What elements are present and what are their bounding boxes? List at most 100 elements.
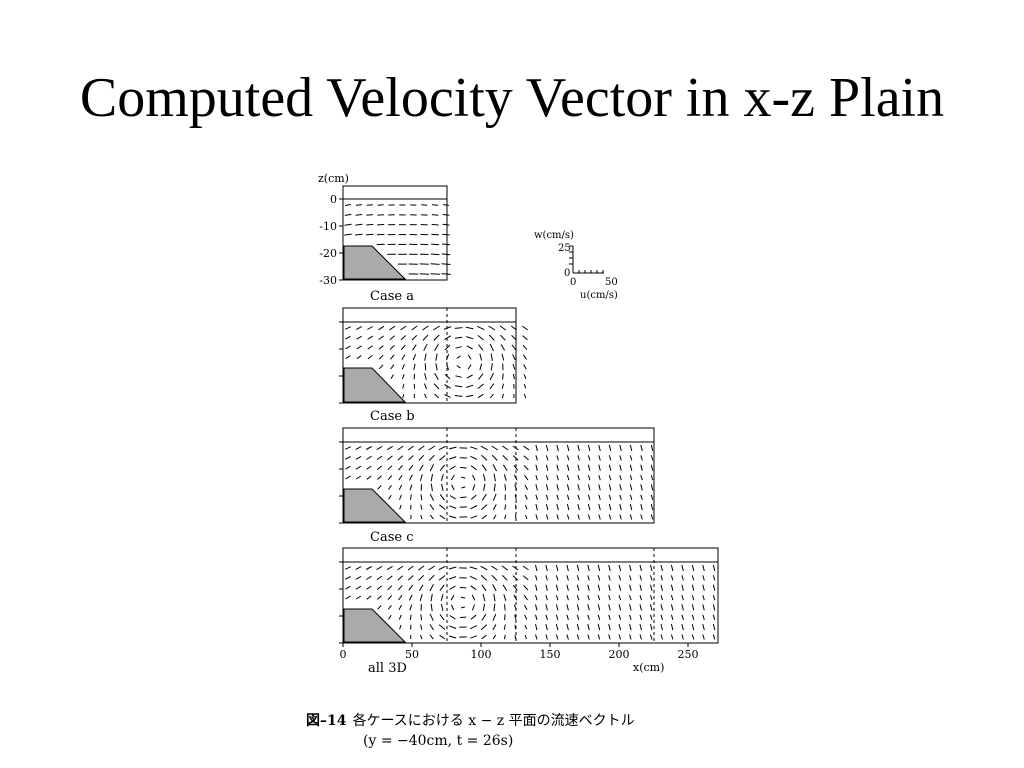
velocity-vector [387,585,393,591]
velocity-vector [442,233,450,236]
velocity-vector [424,363,427,371]
velocity-vector [379,364,384,370]
velocity-vector [618,594,622,601]
velocity-vector [640,474,643,481]
velocity-vector [555,564,559,572]
velocity-vector [712,594,716,601]
velocity-vector [376,445,383,451]
velocity-vector [422,334,429,341]
velocity-vector [681,604,684,611]
velocity-vector [470,515,478,519]
velocity-vector [691,564,695,572]
velocity-vector [597,614,601,620]
velocity-vector [438,565,446,571]
velocity-vector [345,345,351,350]
velocity-vector [388,494,392,500]
velocity-vector [449,505,457,509]
velocity-vector [435,353,438,361]
velocity-vector [691,604,695,611]
velocity-vector [344,446,352,450]
velocity-vector [345,355,351,360]
vector-field [344,325,528,399]
velocity-vector [502,455,509,461]
velocity-vector [480,624,488,631]
velocity-vector [469,625,478,630]
velocity-vector [430,603,433,612]
velocity-vector [523,364,527,370]
velocity-vector [598,484,601,491]
velocity-vector [639,634,642,640]
velocity-vector [681,564,684,572]
velocity-vector [454,327,463,329]
velocity-vector [514,494,517,500]
velocity-vector [576,584,580,591]
velocity-vector [489,383,495,390]
velocity-vector [442,204,450,206]
velocity-vector [566,594,569,601]
velocity-vector [356,335,362,340]
velocity-vector [366,595,372,600]
velocity-vector [501,383,504,390]
velocity-vector [433,383,440,390]
velocity-vector [397,585,403,591]
velocity-vector [481,464,487,472]
velocity-vector [535,604,538,611]
velocity-vector [629,455,633,461]
velocity-vector [444,344,451,351]
velocity-vector [577,503,580,511]
panel-label: Case b [370,409,415,424]
figure-number: 図–14 [306,713,347,729]
velocity-vector [618,575,622,581]
panel-label: all 3D [368,661,407,676]
velocity-vector [619,514,622,520]
velocity-vector [566,455,570,461]
velocity-vector [514,624,517,630]
velocity-vector [545,474,549,481]
velocity-vector [482,473,486,482]
velocity-vector [702,614,705,620]
velocity-vector [545,564,548,572]
velocity-vector [597,584,601,591]
velocity-vector [504,514,507,520]
velocity-vector [608,484,612,491]
velocity-vector [387,475,393,481]
velocity-vector [577,464,580,471]
velocity-vector [513,604,517,611]
velocity-vector [629,564,632,572]
velocity-vector [481,514,487,520]
velocity-vector [587,514,591,520]
velocity-vector [535,634,538,640]
velocity-vector [345,335,351,340]
water-surface-band [342,185,448,200]
velocity-vector [440,594,444,602]
velocity-vector [402,393,405,399]
velocity-vector [454,395,463,397]
velocity-vector [513,474,518,481]
velocity-vector [566,494,570,500]
velocity-vector [418,454,425,461]
velocity-vector [435,363,438,371]
velocity-vector [608,584,611,591]
velocity-vector [378,345,384,350]
velocity-vector [355,575,362,580]
velocity-vector [619,484,622,491]
velocity-vector [424,393,427,399]
velocity-vector [344,204,352,206]
velocity-vector [524,504,528,510]
velocity-vector [440,474,444,482]
velocity-vector [356,345,362,350]
velocity-vector [455,346,462,349]
velocity-vector [523,604,528,611]
velocity-vector [420,614,423,621]
velocity-vector [434,393,439,399]
velocity-vector [419,464,424,471]
velocity-vector [523,465,529,471]
velocity-vector [512,354,516,361]
velocity-vector [555,623,559,631]
velocity-vector [482,603,486,611]
velocity-vector [608,474,612,481]
velocity-vector [525,514,528,520]
velocity-vector [545,594,548,601]
